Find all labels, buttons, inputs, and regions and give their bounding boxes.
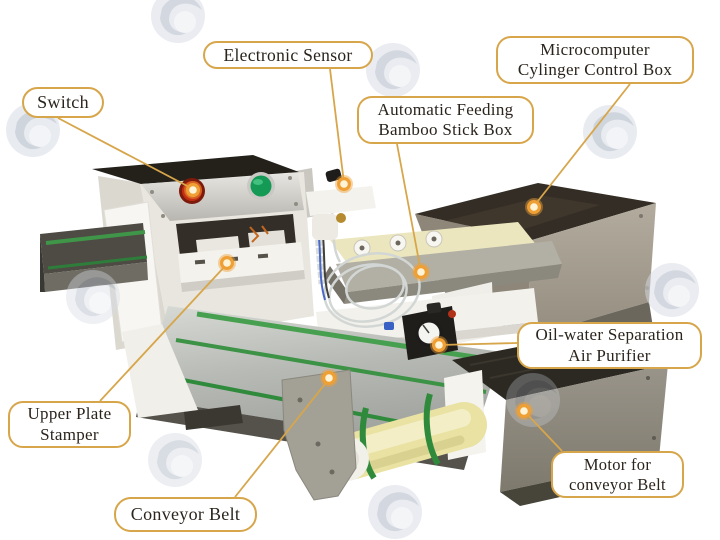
- label-upper-plate-stamper: Upper Plate Stamper: [8, 401, 131, 448]
- leader-line-switch: [57, 117, 194, 190]
- swirl-watermark-icon: [506, 373, 560, 427]
- leader-line-conveyor: [234, 378, 330, 498]
- label-electronic-sensor: Electronic Sensor: [203, 41, 373, 69]
- callout-dot-control-box: [525, 198, 543, 216]
- callout-dot-motor: [515, 402, 533, 420]
- leader-line-stamper: [99, 263, 228, 402]
- leader-lines: [57, 68, 631, 498]
- label-microcomputer-control-box: Microcomputer Cylinger Control Box: [496, 36, 694, 84]
- swirl-watermark-icon: [645, 263, 699, 317]
- callout-dot-feeding-box: [412, 263, 430, 281]
- swirl-watermark-icon: [148, 433, 202, 487]
- callout-dot-sensor: [335, 175, 353, 193]
- callout-dot-switch: [184, 181, 202, 199]
- callout-dot-stamper: [218, 254, 236, 272]
- label-oil-water-separator: Oil-water Separation Air Purifier: [517, 322, 702, 369]
- swirl-watermark-icon: [368, 485, 422, 539]
- leader-line-air-purifier: [439, 342, 518, 346]
- leader-line-motor: [524, 411, 563, 452]
- label-motor-for-conveyor: Motor for conveyor Belt: [551, 451, 684, 498]
- swirl-watermark-icon: [366, 43, 420, 97]
- callout-dot-conveyor: [320, 369, 338, 387]
- swirl-watermark-icon: [151, 0, 205, 43]
- label-switch: Switch: [22, 87, 104, 118]
- leader-line-sensor: [329, 68, 345, 184]
- leader-line-feeding-box: [396, 143, 422, 273]
- callout-dot-air-purifier: [430, 336, 448, 354]
- swirl-watermark-icon: [66, 270, 120, 324]
- leader-line-control-box: [533, 83, 631, 207]
- label-automatic-feeding-box: Automatic Feeding Bamboo Stick Box: [357, 96, 534, 144]
- label-conveyor-belt: Conveyor Belt: [114, 497, 257, 532]
